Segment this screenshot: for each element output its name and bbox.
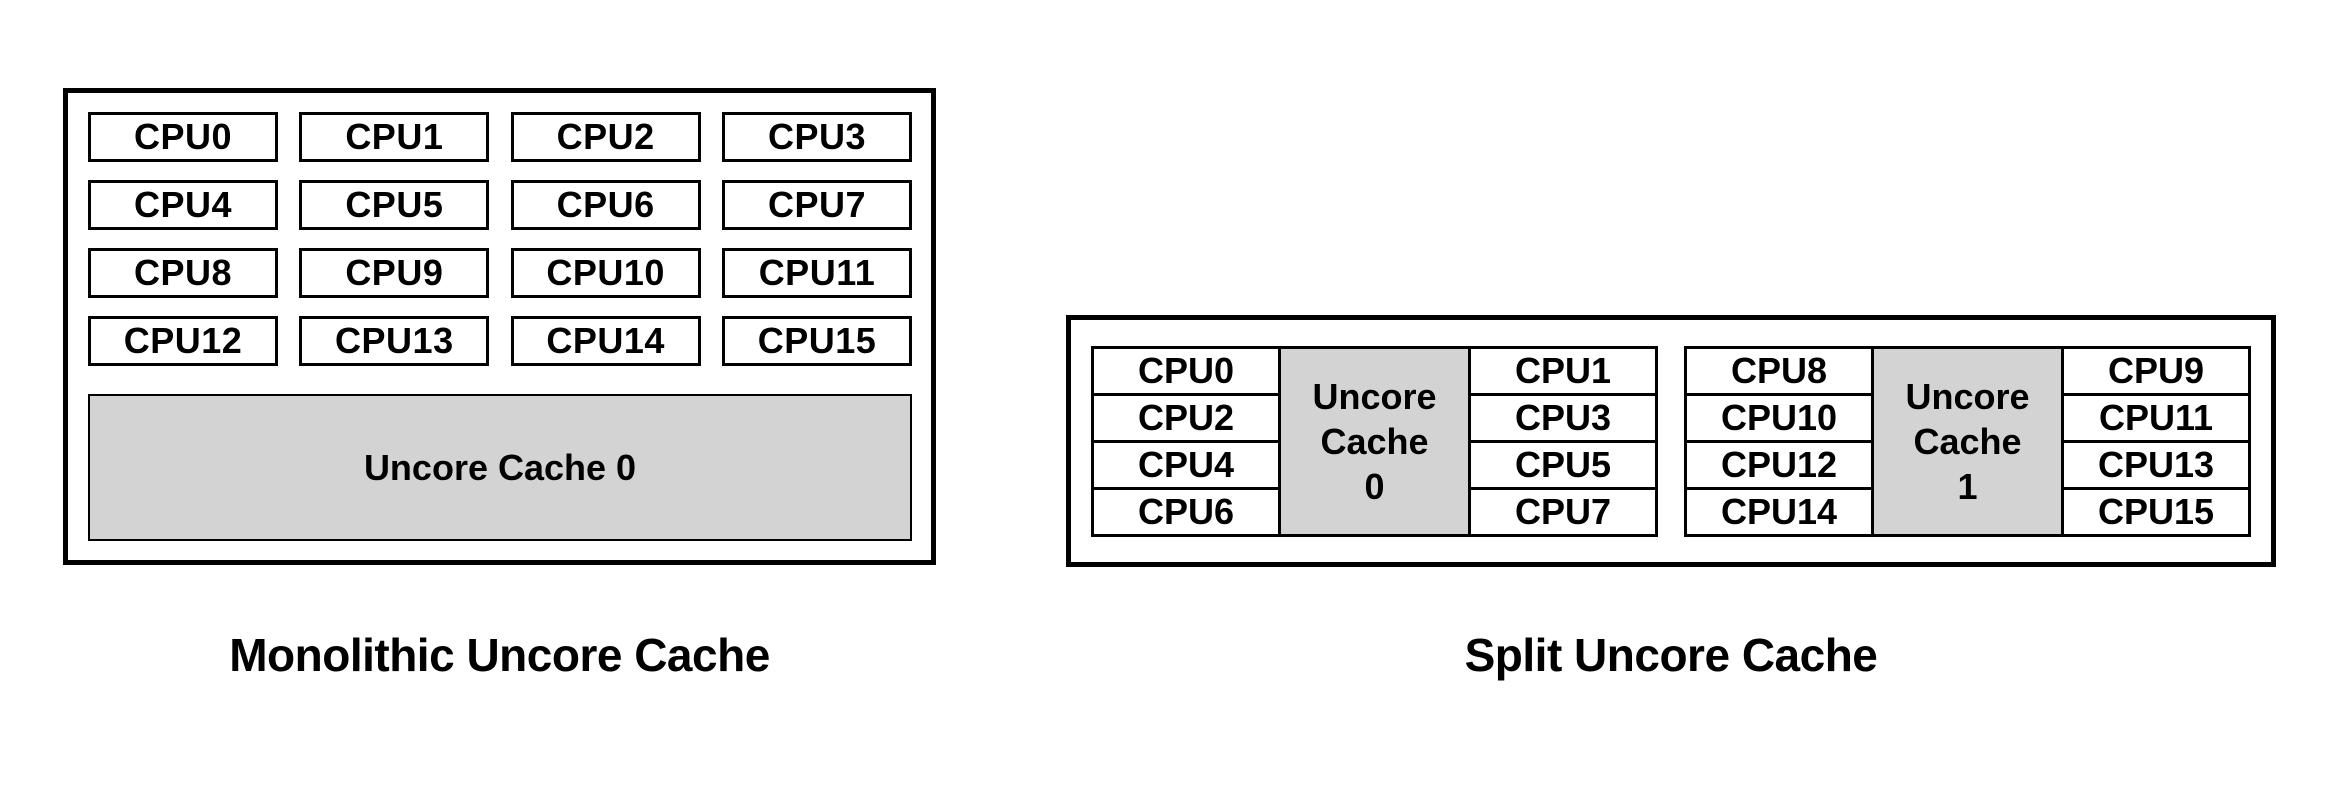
cpu-box: CPU8 <box>88 248 278 298</box>
cpu-cell: CPU3 <box>1468 392 1658 443</box>
cpu-cell: CPU13 <box>2061 439 2251 490</box>
split-group-1: CPU8 Uncore Cache 1 CPU9 CPU10 CPU11 CPU… <box>1684 345 2251 537</box>
cpu-box: CPU12 <box>88 316 278 366</box>
cpu-cell: CPU1 <box>1468 345 1658 396</box>
cpu-box: CPU9 <box>299 248 490 298</box>
cpu-cell: CPU12 <box>1684 439 1874 490</box>
cpu-cell: CPU8 <box>1684 345 1874 396</box>
cpu-cell: CPU10 <box>1684 392 1874 443</box>
split-group-1-row: CPU12 CPU13 <box>1684 439 2251 490</box>
cpu-cell: CPU7 <box>1468 486 1658 537</box>
cpu-cell: CPU9 <box>2061 345 2251 396</box>
monolithic-figure-frame: CPU0 CPU1 CPU2 CPU3 CPU4 CPU5 CPU6 CPU7 … <box>63 88 936 565</box>
cpu-cell: CPU6 <box>1091 486 1281 537</box>
cpu-box: CPU1 <box>299 112 490 162</box>
split-group-0: CPU0 Uncore Cache 0 CPU1 CPU2 CPU3 CPU4 … <box>1091 345 1658 537</box>
cpu-box: CPU3 <box>721 112 912 162</box>
uncore-cache-0-block: Uncore Cache 0 <box>88 394 912 541</box>
split-group-0-row: CPU6 CPU7 <box>1091 486 1658 537</box>
split-group-1-row: CPU10 CPU11 <box>1684 392 2251 443</box>
uncore-cache-0-cell: Uncore Cache 0 <box>1278 345 1471 537</box>
cpu-box: CPU4 <box>88 180 278 230</box>
cpu-box: CPU14 <box>510 316 701 366</box>
cpu-box: CPU11 <box>721 248 912 298</box>
split-group-1-row: CPU14 CPU15 <box>1684 486 2251 537</box>
cpu-box: CPU5 <box>299 180 490 230</box>
split-figure-frame: CPU0 Uncore Cache 0 CPU1 CPU2 CPU3 CPU4 … <box>1066 315 2276 567</box>
monolithic-cpu-grid: CPU0 CPU1 CPU2 CPU3 CPU4 CPU5 CPU6 CPU7 … <box>88 112 912 366</box>
cpu-box: CPU15 <box>721 316 912 366</box>
split-caption: Split Uncore Cache <box>1464 629 1878 681</box>
cpu-box: CPU0 <box>88 112 278 162</box>
cpu-cell: CPU11 <box>2061 392 2251 443</box>
cpu-box: CPU6 <box>510 180 701 230</box>
cpu-cell: CPU4 <box>1091 439 1281 490</box>
split-group-0-row: CPU0 Uncore Cache 0 CPU1 <box>1091 345 1658 537</box>
cpu-cell: CPU14 <box>1684 486 1874 537</box>
cpu-box: CPU13 <box>299 316 490 366</box>
split-group-1-row: CPU8 Uncore Cache 1 CPU9 <box>1684 345 2251 537</box>
cpu-cell: CPU15 <box>2061 486 2251 537</box>
split-group-0-row: CPU2 CPU3 <box>1091 392 1658 443</box>
split-group-0-row: CPU4 CPU5 <box>1091 439 1658 490</box>
cpu-box: CPU10 <box>510 248 701 298</box>
monolithic-caption: Monolithic Uncore Cache <box>229 629 770 681</box>
cpu-box: CPU7 <box>721 180 912 230</box>
cpu-cell: CPU5 <box>1468 439 1658 490</box>
cpu-cell: CPU0 <box>1091 345 1281 396</box>
cpu-cell: CPU2 <box>1091 392 1281 443</box>
uncore-cache-1-cell: Uncore Cache 1 <box>1871 345 2064 537</box>
cpu-box: CPU2 <box>510 112 701 162</box>
